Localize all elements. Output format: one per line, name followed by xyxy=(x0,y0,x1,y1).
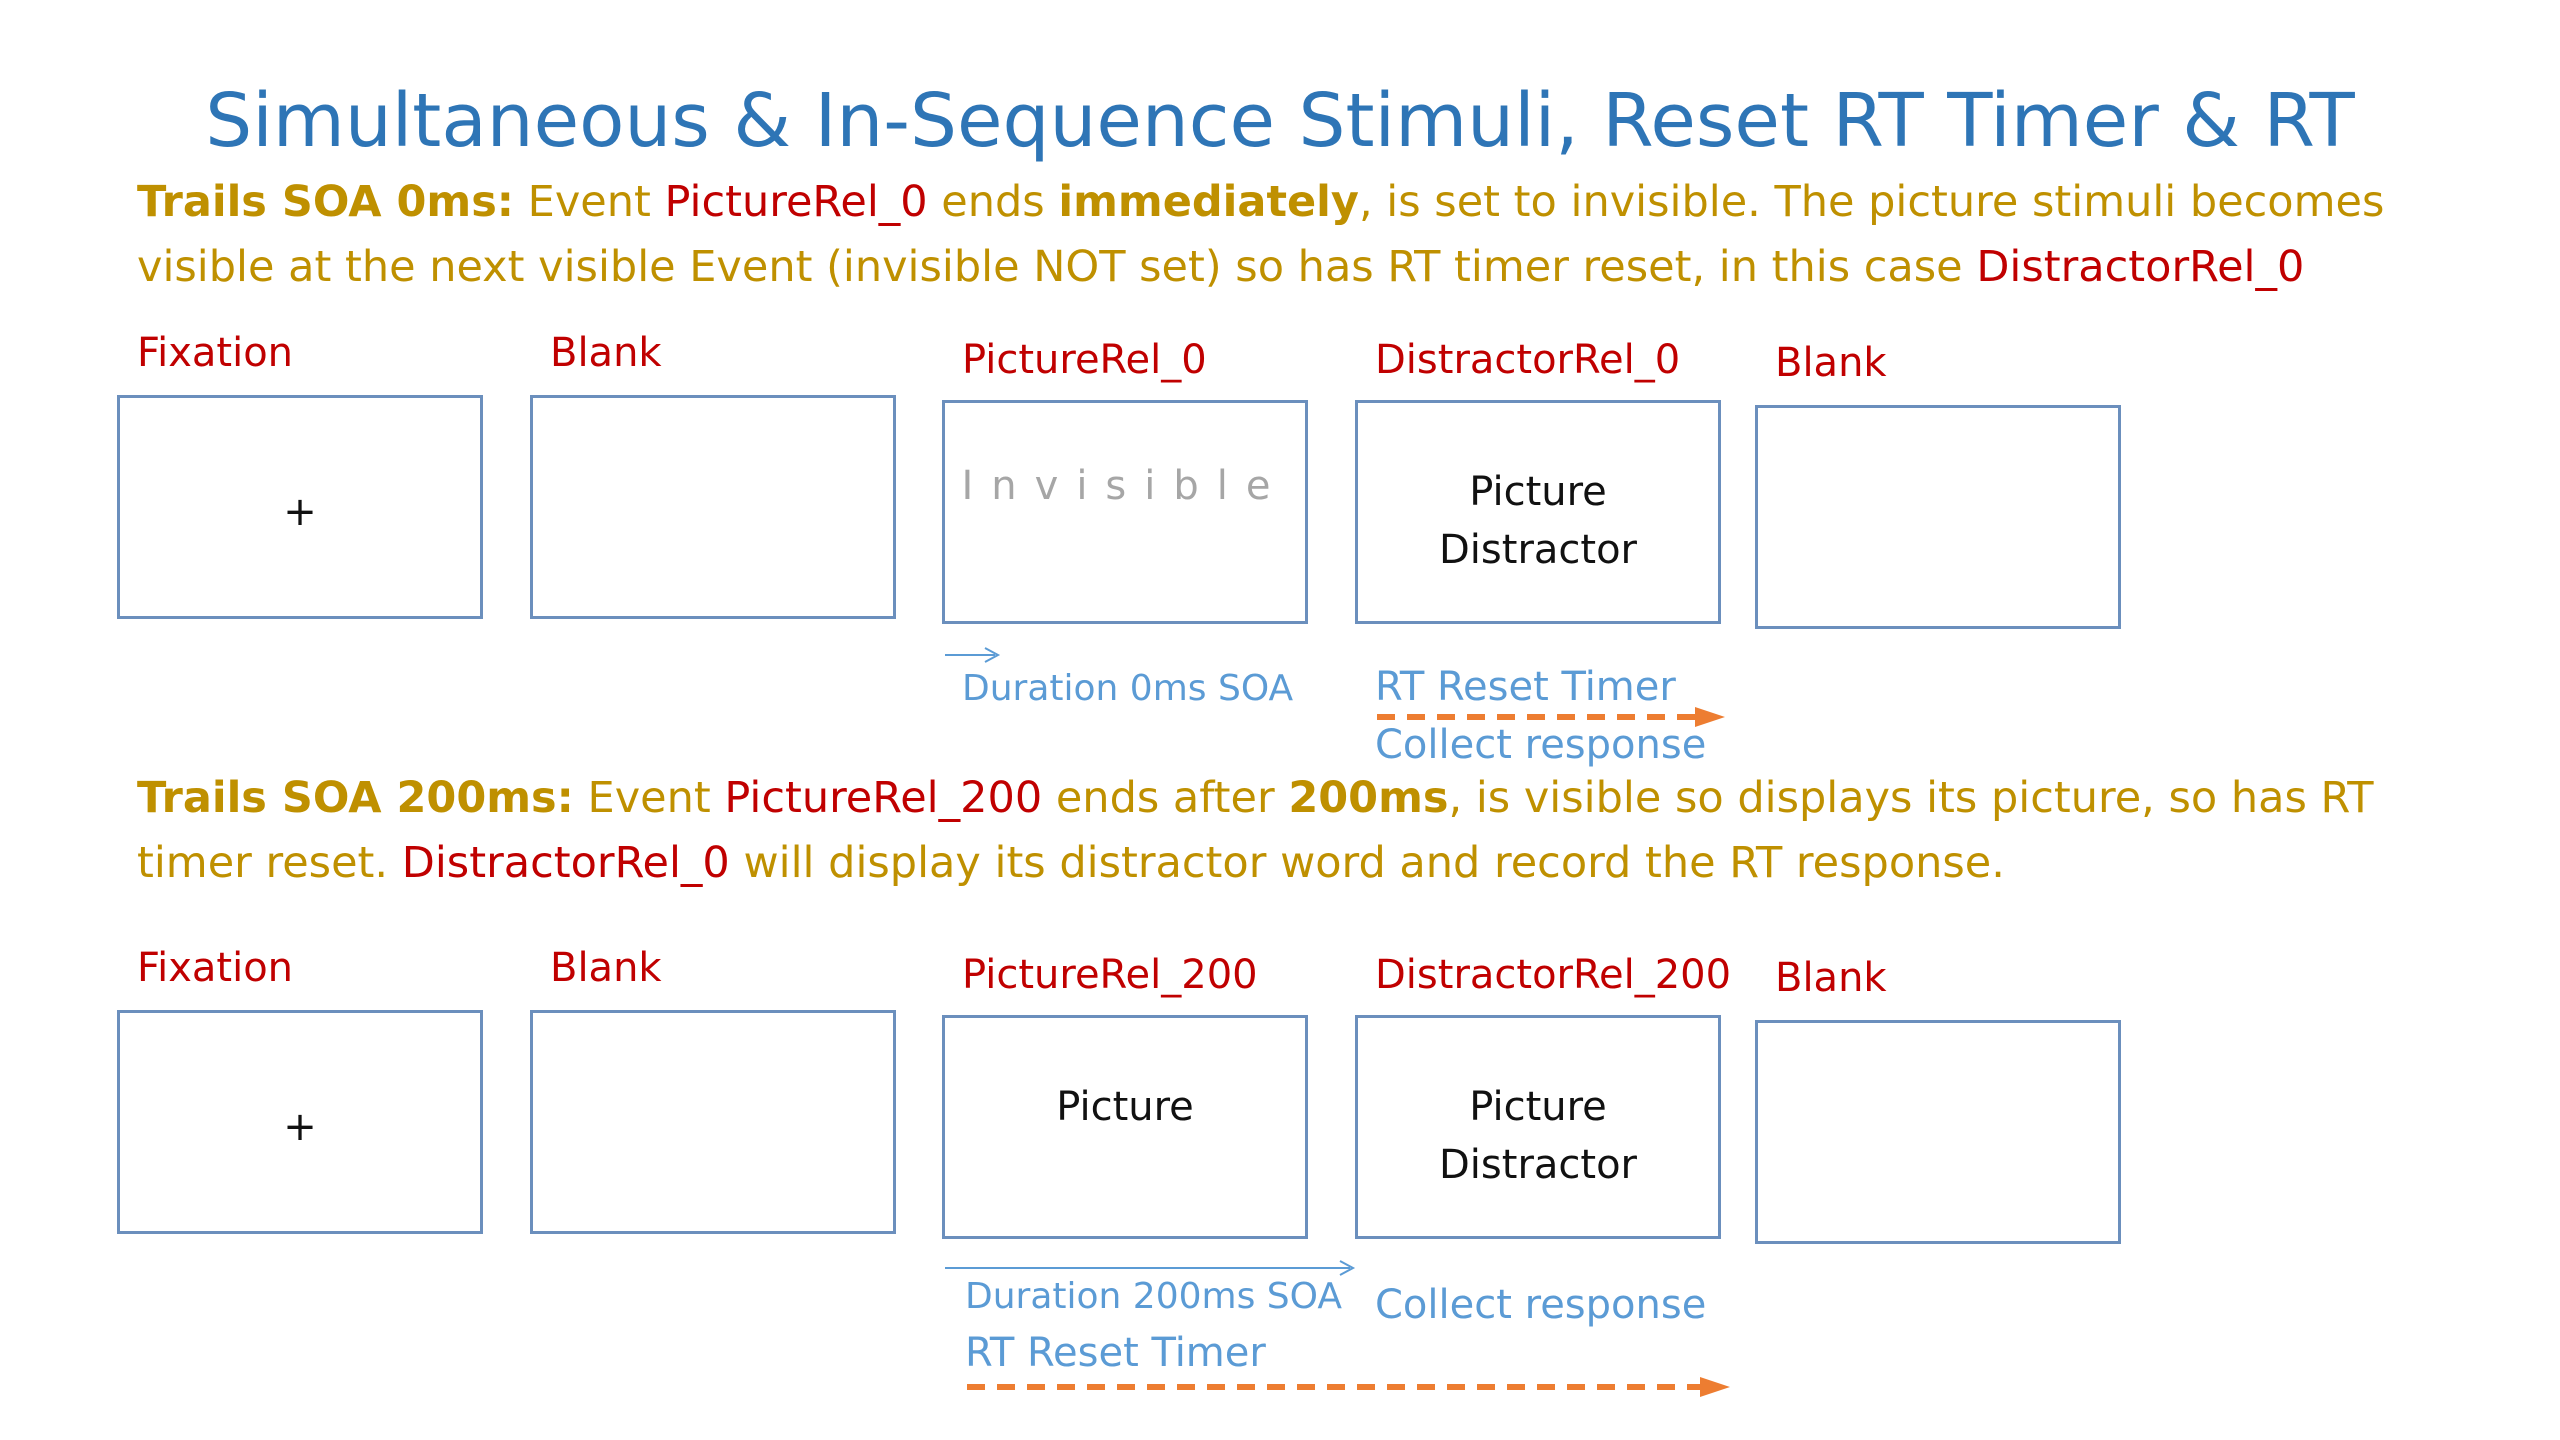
section2-distractor-name: DistractorRel_0 xyxy=(401,838,730,888)
s2-fixation-box: + xyxy=(117,1010,483,1234)
section2-bold-term: 200ms xyxy=(1288,773,1449,823)
slide-title: Simultaneous & In-Sequence Stimuli, Rese… xyxy=(205,78,2355,164)
s2-collect-note: Collect response xyxy=(1375,1282,1707,1328)
section1-text-3: , is set to invisible. The picture stimu… xyxy=(137,177,2385,292)
s1-blank-end-box xyxy=(1755,405,2121,629)
distractor-line-2: Distractor xyxy=(1439,527,1637,573)
s1-duration-arrow xyxy=(945,647,1001,663)
s1-label-distractor-rel: DistractorRel_0 xyxy=(1375,337,1681,383)
section1-description: Trails SOA 0ms: Event PictureRel_0 ends … xyxy=(137,170,2457,300)
section1-bold-term: immediately xyxy=(1058,177,1359,227)
s2-rt-reset-note: RT Reset Timer xyxy=(965,1330,1266,1376)
s1-label-blank: Blank xyxy=(550,330,662,376)
s1-duration-note: Duration 0ms SOA xyxy=(962,668,1294,709)
s1-collect-note: Collect response xyxy=(1375,722,1707,768)
s1-label-fixation: Fixation xyxy=(137,330,294,376)
distractor-line-1: Picture xyxy=(1469,469,1607,515)
s2-label-blank: Blank xyxy=(550,945,662,991)
section1-distractor-name: DistractorRel_0 xyxy=(1976,242,2305,292)
section2-event-name: PictureRel_200 xyxy=(724,773,1043,823)
section2-text-3: , is visible so displays its picture, so… xyxy=(137,773,2374,888)
s1-picture-rel-box: Invisible xyxy=(942,400,1308,624)
section1-text-2: ends xyxy=(927,177,1059,227)
section2-description: Trails SOA 200ms: Event PictureRel_200 e… xyxy=(137,766,2457,896)
section2-text-2: ends after xyxy=(1042,773,1289,823)
invisible-label: Invisible xyxy=(961,463,1289,509)
picture-label: Picture xyxy=(1056,1084,1194,1130)
distractor-line-2: Distractor xyxy=(1439,1142,1637,1188)
s2-label-picture-rel: PictureRel_200 xyxy=(962,952,1258,998)
s2-picture-rel-box: Picture xyxy=(942,1015,1308,1239)
s2-blank-end-box xyxy=(1755,1020,2121,1244)
section2-text-4: will display its distractor word and rec… xyxy=(729,838,2005,888)
fixation-cross: + xyxy=(283,489,317,535)
section2-text-1: Event xyxy=(573,773,725,823)
s1-distractor-rel-box: Picture Distractor xyxy=(1355,400,1721,624)
section2-heading: Trails SOA 200ms: xyxy=(137,773,574,823)
section1-event-name: PictureRel_0 xyxy=(664,177,928,227)
s1-label-blank-end: Blank xyxy=(1775,340,1887,386)
section1-text-1: Event xyxy=(514,177,665,227)
distractor-line-1: Picture xyxy=(1469,1084,1607,1130)
s1-blank-box xyxy=(530,395,896,619)
s2-blank-box xyxy=(530,1010,896,1234)
s2-label-distractor-rel: DistractorRel_200 xyxy=(1375,952,1732,998)
s1-rt-dashed-arrow xyxy=(1377,707,1725,727)
s2-distractor-rel-box: Picture Distractor xyxy=(1355,1015,1721,1239)
s2-duration-arrow xyxy=(945,1260,1356,1276)
s1-rt-reset-note: RT Reset Timer xyxy=(1375,664,1676,710)
s2-rt-dashed-arrow xyxy=(967,1377,1730,1397)
s2-label-blank-end: Blank xyxy=(1775,955,1887,1001)
fixation-cross: + xyxy=(283,1104,317,1150)
s1-fixation-box: + xyxy=(117,395,483,619)
s2-label-fixation: Fixation xyxy=(137,945,294,991)
s2-duration-note: Duration 200ms SOA xyxy=(965,1276,1342,1317)
s1-label-picture-rel: PictureRel_0 xyxy=(962,337,1207,383)
section1-heading: Trails SOA 0ms: xyxy=(137,177,515,227)
